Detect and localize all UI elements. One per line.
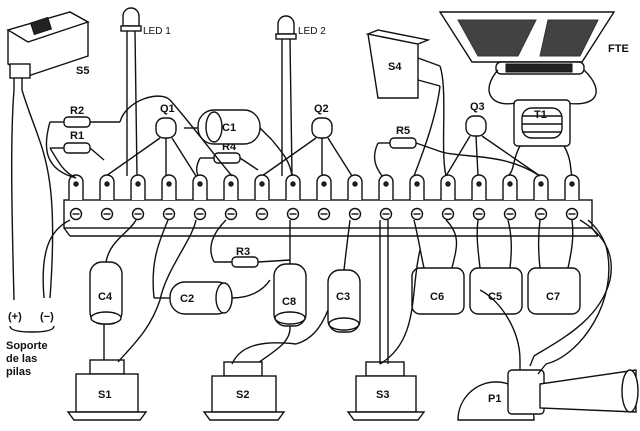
- capacitor-c3: [327, 269, 361, 333]
- terminal-lug: [347, 174, 363, 200]
- label-support-3: pilas: [6, 366, 31, 378]
- terminal-lug: [254, 174, 270, 200]
- terminal-lug: [68, 174, 84, 200]
- label-fte: FTE: [608, 43, 629, 55]
- terminal-lug-hole: [166, 181, 172, 187]
- switch-s3: [346, 361, 426, 421]
- label-c1: C1: [222, 122, 236, 134]
- terminal-strip: [63, 174, 599, 237]
- terminal-lug: [533, 174, 549, 200]
- terminal-lug-hole: [383, 181, 389, 187]
- label-led2: LED 2: [298, 26, 326, 37]
- label-c2: C2: [180, 293, 194, 305]
- label-c6: C6: [430, 291, 444, 303]
- label-c5: C5: [488, 291, 502, 303]
- terminal-lug: [285, 174, 301, 200]
- terminal-lug-hole: [321, 181, 327, 187]
- label-c8: C8: [282, 296, 296, 308]
- label-q3: Q3: [470, 101, 485, 113]
- terminal-lug-hole: [414, 181, 420, 187]
- label-minus: (−): [40, 311, 54, 323]
- battery-lead-negative: [21, 89, 54, 299]
- terminal-lug-hole: [135, 181, 141, 187]
- potentiometer-p1: [457, 355, 639, 421]
- label-c3: C3: [336, 291, 350, 303]
- label-p1: P1: [488, 393, 501, 405]
- terminal-lug-hole: [445, 181, 451, 187]
- terminal-lug-hole: [228, 181, 234, 187]
- capacitor-c1: [184, 109, 273, 145]
- switch-s1: [66, 359, 148, 421]
- toggle-switch-s4: [365, 29, 441, 99]
- terminal-lug-hole: [352, 181, 358, 187]
- transformer-t1: [513, 99, 571, 147]
- label-s4: S4: [388, 61, 402, 73]
- terminal-lug: [502, 174, 518, 200]
- speaker-fte: [438, 11, 616, 75]
- label-r3: R3: [236, 246, 250, 258]
- capacitor-c8: [273, 263, 307, 327]
- label-s1: S1: [98, 389, 111, 401]
- terminal-lug: [409, 174, 425, 200]
- label-c4: C4: [98, 291, 113, 303]
- terminal-lug: [161, 174, 177, 200]
- terminal-lug-hole: [569, 181, 575, 187]
- label-c7: C7: [546, 291, 560, 303]
- terminal-lug-hole: [507, 181, 513, 187]
- terminal-lug-hole: [259, 181, 265, 187]
- resistor-r5: [378, 137, 437, 151]
- resistor-r1: [50, 142, 105, 161]
- label-r5: R5: [396, 125, 410, 137]
- terminal-lug: [130, 174, 146, 200]
- label-s2: S2: [236, 389, 249, 401]
- label-t1: T1: [534, 109, 547, 121]
- label-q2: Q2: [314, 103, 329, 115]
- label-s3: S3: [376, 389, 389, 401]
- resistor-r3: [214, 256, 291, 268]
- terminal-lug: [316, 174, 332, 200]
- led-2: [275, 15, 297, 177]
- terminal-lug-hole: [290, 181, 296, 187]
- capacitor-c6: [411, 267, 465, 315]
- battery-lead-positive: [10, 89, 15, 301]
- label-r2: R2: [70, 105, 84, 117]
- terminal-lug: [471, 174, 487, 200]
- terminal-lug: [378, 174, 394, 200]
- terminal-lug: [99, 174, 115, 200]
- label-support-1: Soporte: [6, 340, 48, 352]
- transistor-q2: [261, 117, 353, 177]
- terminal-lug-hole: [104, 181, 110, 187]
- label-q1: Q1: [160, 103, 175, 115]
- label-support-2: de las: [6, 353, 37, 365]
- label-led1: LED 1: [143, 26, 171, 37]
- terminal-lug: [564, 174, 580, 200]
- capacitor-c7: [527, 267, 581, 315]
- led-1: [120, 7, 142, 177]
- terminal-lug-hole: [197, 181, 203, 187]
- label-r1: R1: [70, 130, 84, 142]
- terminal-lug: [223, 174, 239, 200]
- resistor-r2: [50, 116, 120, 128]
- label-plus: (+): [8, 311, 22, 323]
- capacitor-c5: [469, 267, 523, 315]
- capacitor-c4: [89, 261, 123, 325]
- label-s5: S5: [76, 65, 89, 77]
- switch-s2: [202, 361, 286, 421]
- terminal-lug: [440, 174, 456, 200]
- slide-switch-s5: [6, 11, 90, 90]
- transistor-q1: [105, 117, 197, 177]
- battery-brace: [9, 325, 55, 333]
- terminal-lug-hole: [73, 181, 79, 187]
- terminal-lug-hole: [476, 181, 482, 187]
- terminal-lug-hole: [538, 181, 544, 187]
- resistor-r4: [200, 152, 259, 171]
- terminal-lug: [192, 174, 208, 200]
